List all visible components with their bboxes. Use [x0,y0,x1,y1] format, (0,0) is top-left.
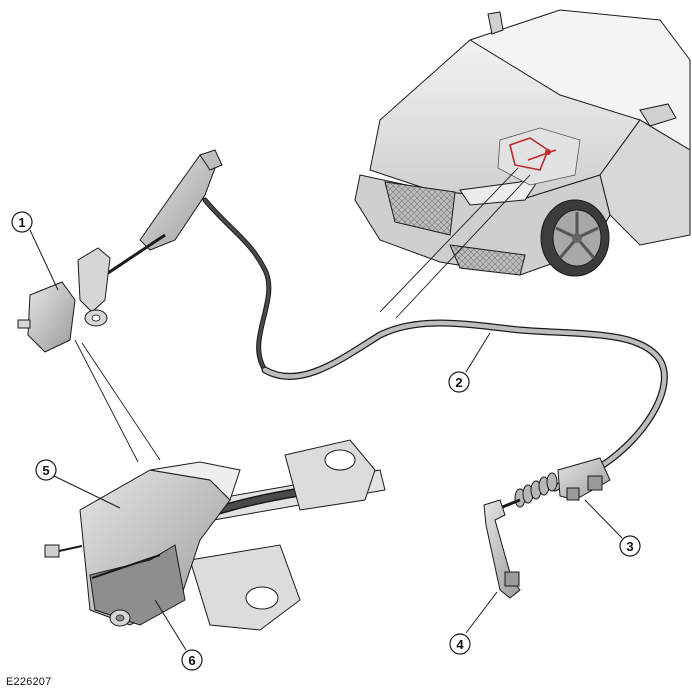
callout-3: 3 [584,499,641,557]
zoom-lines [379,167,531,319]
callout-label-1: 1 [18,215,25,230]
detail-zoom-lines [74,339,161,463]
callout-5: 5 [35,459,121,509]
figure-id: E226207 [6,676,52,688]
callout-label-5: 5 [42,463,49,478]
transmission-highlight [497,127,581,186]
callout-6: 6 [154,599,203,671]
callout-label-2: 2 [455,375,462,390]
release-cable [202,197,668,492]
callout-2: 2 [448,332,491,393]
front-wheel [540,199,610,277]
selector-lever-assembly [17,149,223,353]
callout-label-6: 6 [188,653,195,668]
callout-1: 1 [11,211,59,291]
selector-lock-detail-view [44,439,386,631]
vehicle-front-illustration [354,9,691,277]
callout-label-3: 3 [626,539,633,554]
callout-4: 4 [449,591,498,655]
transmission-end-bracket [483,457,611,599]
callout-label-4: 4 [456,637,464,652]
